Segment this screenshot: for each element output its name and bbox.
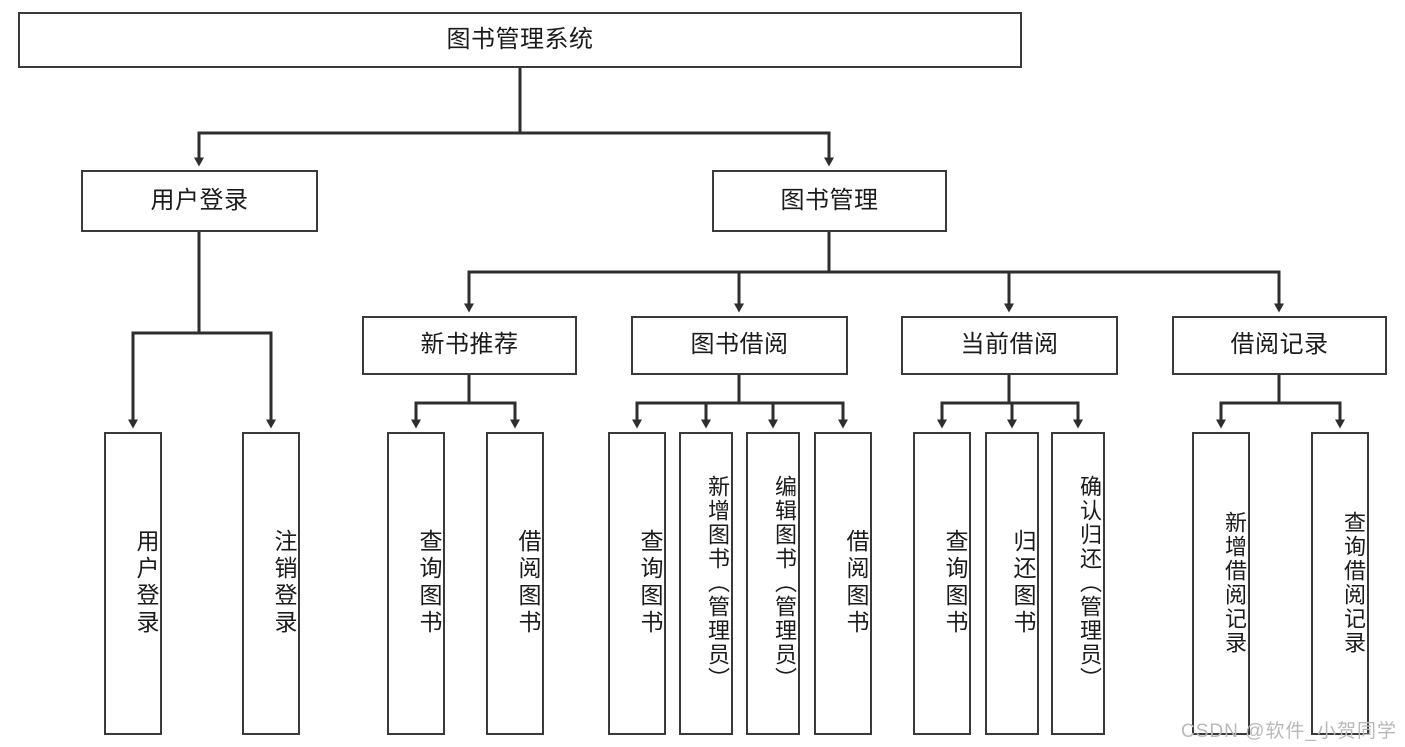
node-leaf-user-login[interactable]: 用户登录 xyxy=(104,432,162,735)
node-leaf-br-add[interactable]: 新增图书（管理员） xyxy=(679,432,733,735)
node-leaf-user-logout[interactable]: 注销登录 xyxy=(242,432,300,735)
node-leaf-br-query[interactable]: 查询图书 xyxy=(608,432,666,735)
node-leaf-rec-query[interactable]: 查询借阅记录 xyxy=(1311,432,1369,735)
node-label: 注销登录 xyxy=(271,528,297,637)
node-label: 归还图书 xyxy=(1010,528,1036,637)
node-label: 借阅记录 xyxy=(1230,331,1329,359)
node-label: 新书推荐 xyxy=(420,331,519,359)
node-label: 查询图书 xyxy=(942,528,968,637)
node-leaf-br-edit[interactable]: 编辑图书（管理员） xyxy=(746,432,800,735)
node-leaf-cur-return[interactable]: 归还图书 xyxy=(985,432,1039,735)
node-label: 用户登录 xyxy=(133,528,159,637)
node-leaf-cur-query[interactable]: 查询图书 xyxy=(913,432,971,735)
node-current[interactable]: 当前借阅 xyxy=(901,316,1118,375)
node-label: 查询图书 xyxy=(637,528,663,637)
node-label: 图书借阅 xyxy=(690,331,789,359)
node-label: 图书管理 xyxy=(780,186,879,214)
node-label: 用户登录 xyxy=(150,186,249,214)
node-label: 新增图书（管理员） xyxy=(705,474,730,691)
node-borrow[interactable]: 图书借阅 xyxy=(631,316,848,375)
node-label: 新增借阅记录 xyxy=(1222,510,1247,655)
node-label: 图书管理系统 xyxy=(446,25,594,53)
node-label: 当前借阅 xyxy=(960,331,1059,359)
node-records[interactable]: 借阅记录 xyxy=(1172,316,1387,375)
node-leaf-rec-add[interactable]: 新增借阅记录 xyxy=(1192,432,1250,735)
node-newbook[interactable]: 新书推荐 xyxy=(362,316,577,375)
node-leaf-cur-confirm[interactable]: 确认归还（管理员） xyxy=(1051,432,1105,735)
node-label: 确认归还（管理员） xyxy=(1077,474,1102,691)
node-leaf-new-borrow[interactable]: 借阅图书 xyxy=(486,432,544,735)
node-bookmgmt[interactable]: 图书管理 xyxy=(712,170,947,232)
node-label: 借阅图书 xyxy=(515,528,541,637)
node-label: 借阅图书 xyxy=(843,528,869,637)
node-label: 查询图书 xyxy=(416,528,442,637)
node-root[interactable]: 图书管理系统 xyxy=(18,12,1022,68)
watermark-text: CSDN @软件_小贺同学 xyxy=(1181,721,1397,742)
node-login[interactable]: 用户登录 xyxy=(81,170,318,232)
node-label: 查询借阅记录 xyxy=(1341,510,1366,655)
node-leaf-br-borrow[interactable]: 借阅图书 xyxy=(814,432,872,735)
node-leaf-new-query[interactable]: 查询图书 xyxy=(387,432,445,735)
node-label: 编辑图书（管理员） xyxy=(772,474,797,691)
